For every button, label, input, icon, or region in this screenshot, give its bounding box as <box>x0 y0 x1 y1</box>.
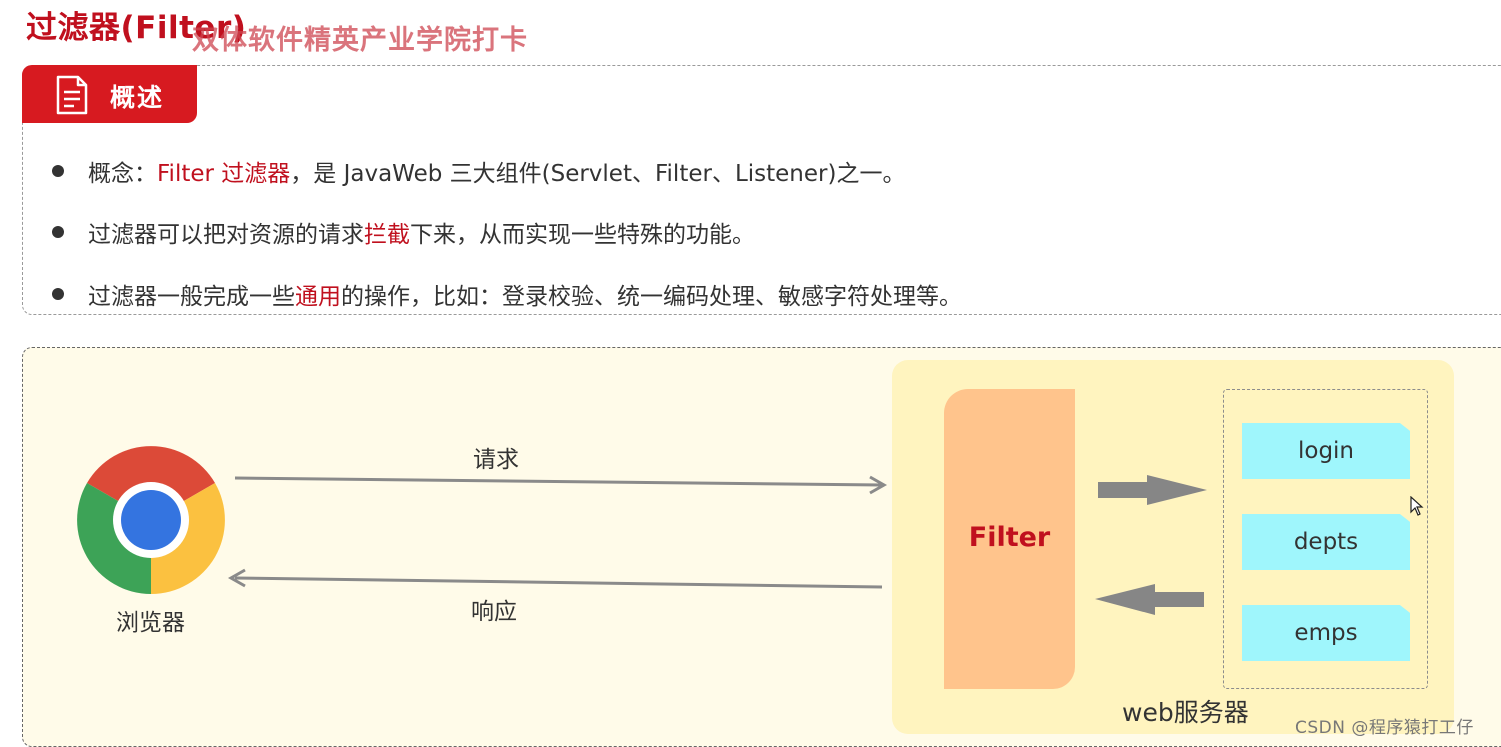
servlet-depts: depts <box>1242 514 1410 570</box>
response-label: 响应 <box>471 599 517 625</box>
overview-header-label: 概述 <box>110 83 165 112</box>
browser-label: 浏览器 <box>116 610 185 636</box>
response-arrow <box>227 568 883 589</box>
bullet-highlight: 拦截 <box>364 222 410 248</box>
servlet-group <box>1223 389 1428 689</box>
bullet-text-suffix: 下来，从而实现一些特殊的功能。 <box>410 222 755 248</box>
bullet-concept: 概念：Filter 过滤器，是 JavaWeb 三大组件(Servlet、Fil… <box>52 154 905 188</box>
servlet-emps: emps <box>1242 605 1410 661</box>
servlet-login: login <box>1242 423 1410 479</box>
mouse-pointer-icon <box>1410 496 1424 516</box>
bullet-dot <box>52 226 64 238</box>
bullet-dot <box>52 165 64 177</box>
bullet-text-prefix: 概念： <box>88 161 157 187</box>
watermark-text: 双体软件精英产业学院打卡 <box>192 25 528 56</box>
overview-header: 概述 <box>22 65 197 123</box>
bullet-highlight: Filter 过滤器 <box>157 161 291 187</box>
backward-block-arrow <box>1095 584 1204 615</box>
bullet-text-prefix: 过滤器可以把对资源的请求 <box>88 222 364 248</box>
bullet-text-suffix: 的操作，比如：登录校验、统一编码处理、敏感字符处理等。 <box>341 284 962 310</box>
request-label: 请求 <box>473 447 519 473</box>
chrome-icon <box>77 446 225 594</box>
bullet-dot <box>52 288 64 300</box>
request-arrow <box>234 475 888 495</box>
filter-block <box>944 389 1075 689</box>
bullet-common-ops: 过滤器一般完成一些通用的操作，比如：登录校验、统一编码处理、敏感字符处理等。 <box>52 277 962 311</box>
bullet-text-suffix: ，是 JavaWeb 三大组件(Servlet、Filter、Listener)… <box>290 161 906 187</box>
csdn-credit: CSDN @程序猿打工仔 <box>1295 718 1474 738</box>
page-title: 过滤器(Filter) <box>26 10 247 46</box>
bullet-highlight: 通用 <box>295 284 341 310</box>
overview-panel <box>22 65 1501 315</box>
document-icon <box>56 75 88 115</box>
filter-label: Filter <box>968 522 1051 553</box>
web-server-label: web服务器 <box>1122 698 1249 727</box>
forward-block-arrow <box>1098 475 1207 505</box>
bullet-text-prefix: 过滤器一般完成一些 <box>88 284 295 310</box>
bullet-intercept: 过滤器可以把对资源的请求拦截下来，从而实现一些特殊的功能。 <box>52 215 755 249</box>
